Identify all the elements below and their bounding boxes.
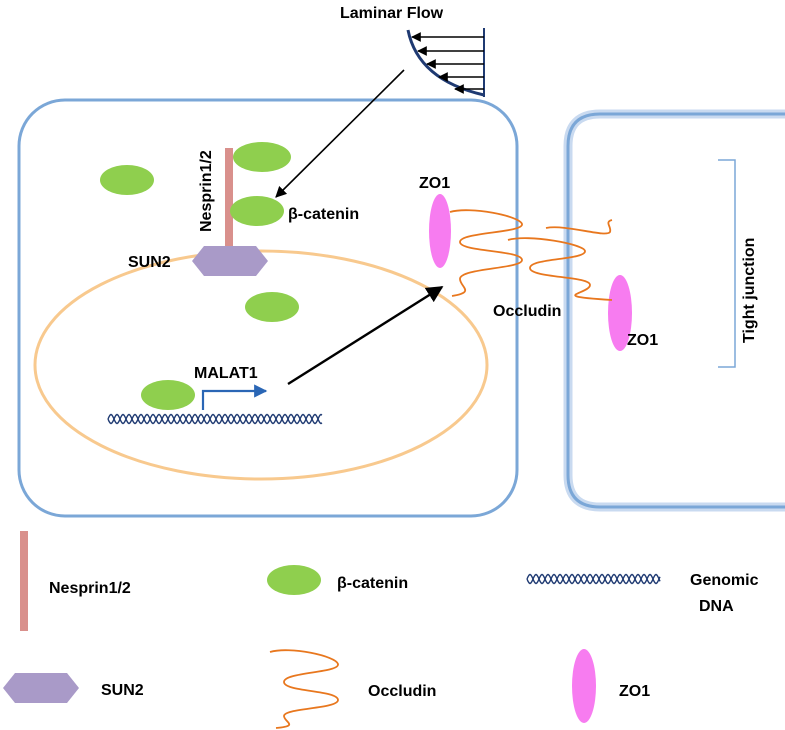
zo1-left-ellipse	[429, 194, 451, 268]
zo1-right-ellipse	[608, 275, 632, 351]
malat1-promoter-arrow	[201, 384, 268, 410]
occludin-strands	[449, 209, 613, 301]
genomic-dna	[107, 413, 323, 425]
beta-catenin-ellipse	[233, 142, 291, 172]
laminar-flow-label: Laminar Flow	[340, 5, 444, 22]
sun2-hexagon	[192, 246, 268, 276]
legend-zo1-swatch	[572, 649, 596, 723]
legend-occludin-swatch	[269, 649, 339, 729]
zo1-right-label: ZO1	[627, 332, 658, 349]
zo1-left-label: ZO1	[419, 175, 450, 192]
nesprin-label: Nesprin1/2	[198, 150, 215, 232]
cell-membrane-left	[17, 98, 519, 518]
laminar-flow-icon	[406, 28, 485, 97]
beta-catenin-ellipse	[230, 196, 284, 226]
beta-catenin-ellipse	[100, 165, 154, 195]
malat1-to-junction-arrow	[287, 285, 444, 386]
legend-nesprin-label: Nesprin1/2	[49, 580, 131, 597]
legend-dna-swatch	[526, 573, 661, 585]
legend-sun2-label: SUN2	[101, 682, 144, 699]
occludin-label: Occludin	[493, 303, 561, 320]
legend-beta-catenin-label: β-catenin	[337, 575, 408, 592]
nucleus	[33, 249, 489, 481]
tight-junction-bracket	[718, 159, 736, 368]
legend-beta-catenin-swatch	[267, 565, 321, 595]
occludin-strand	[449, 209, 523, 297]
beta-catenin-ellipse	[141, 380, 195, 410]
beta-catenin-label: β-catenin	[288, 206, 359, 223]
legend-nesprin-swatch	[20, 531, 28, 631]
legend-dna-label-line1: Genomic	[690, 572, 759, 589]
legend-occludin-label: Occludin	[368, 683, 436, 700]
flow-profile-curve	[406, 29, 485, 97]
legend-zo1-label: ZO1	[619, 683, 650, 700]
legend: Nesprin1/2 β-catenin Genomic DNA SUN2 Oc…	[3, 531, 759, 729]
beta-catenin-ellipse	[245, 292, 299, 322]
legend-dna-label-line2: DNA	[699, 598, 734, 615]
malat1-label: MALAT1	[194, 365, 258, 382]
sun2-label: SUN2	[128, 254, 171, 271]
occludin-strand	[545, 219, 613, 235]
tight-junction-label: Tight junction	[741, 238, 758, 343]
legend-sun2-swatch	[3, 673, 79, 703]
occludin-strand	[507, 237, 613, 301]
nesprin-bar	[225, 148, 233, 248]
flow-to-catenin-arrow	[275, 69, 405, 198]
